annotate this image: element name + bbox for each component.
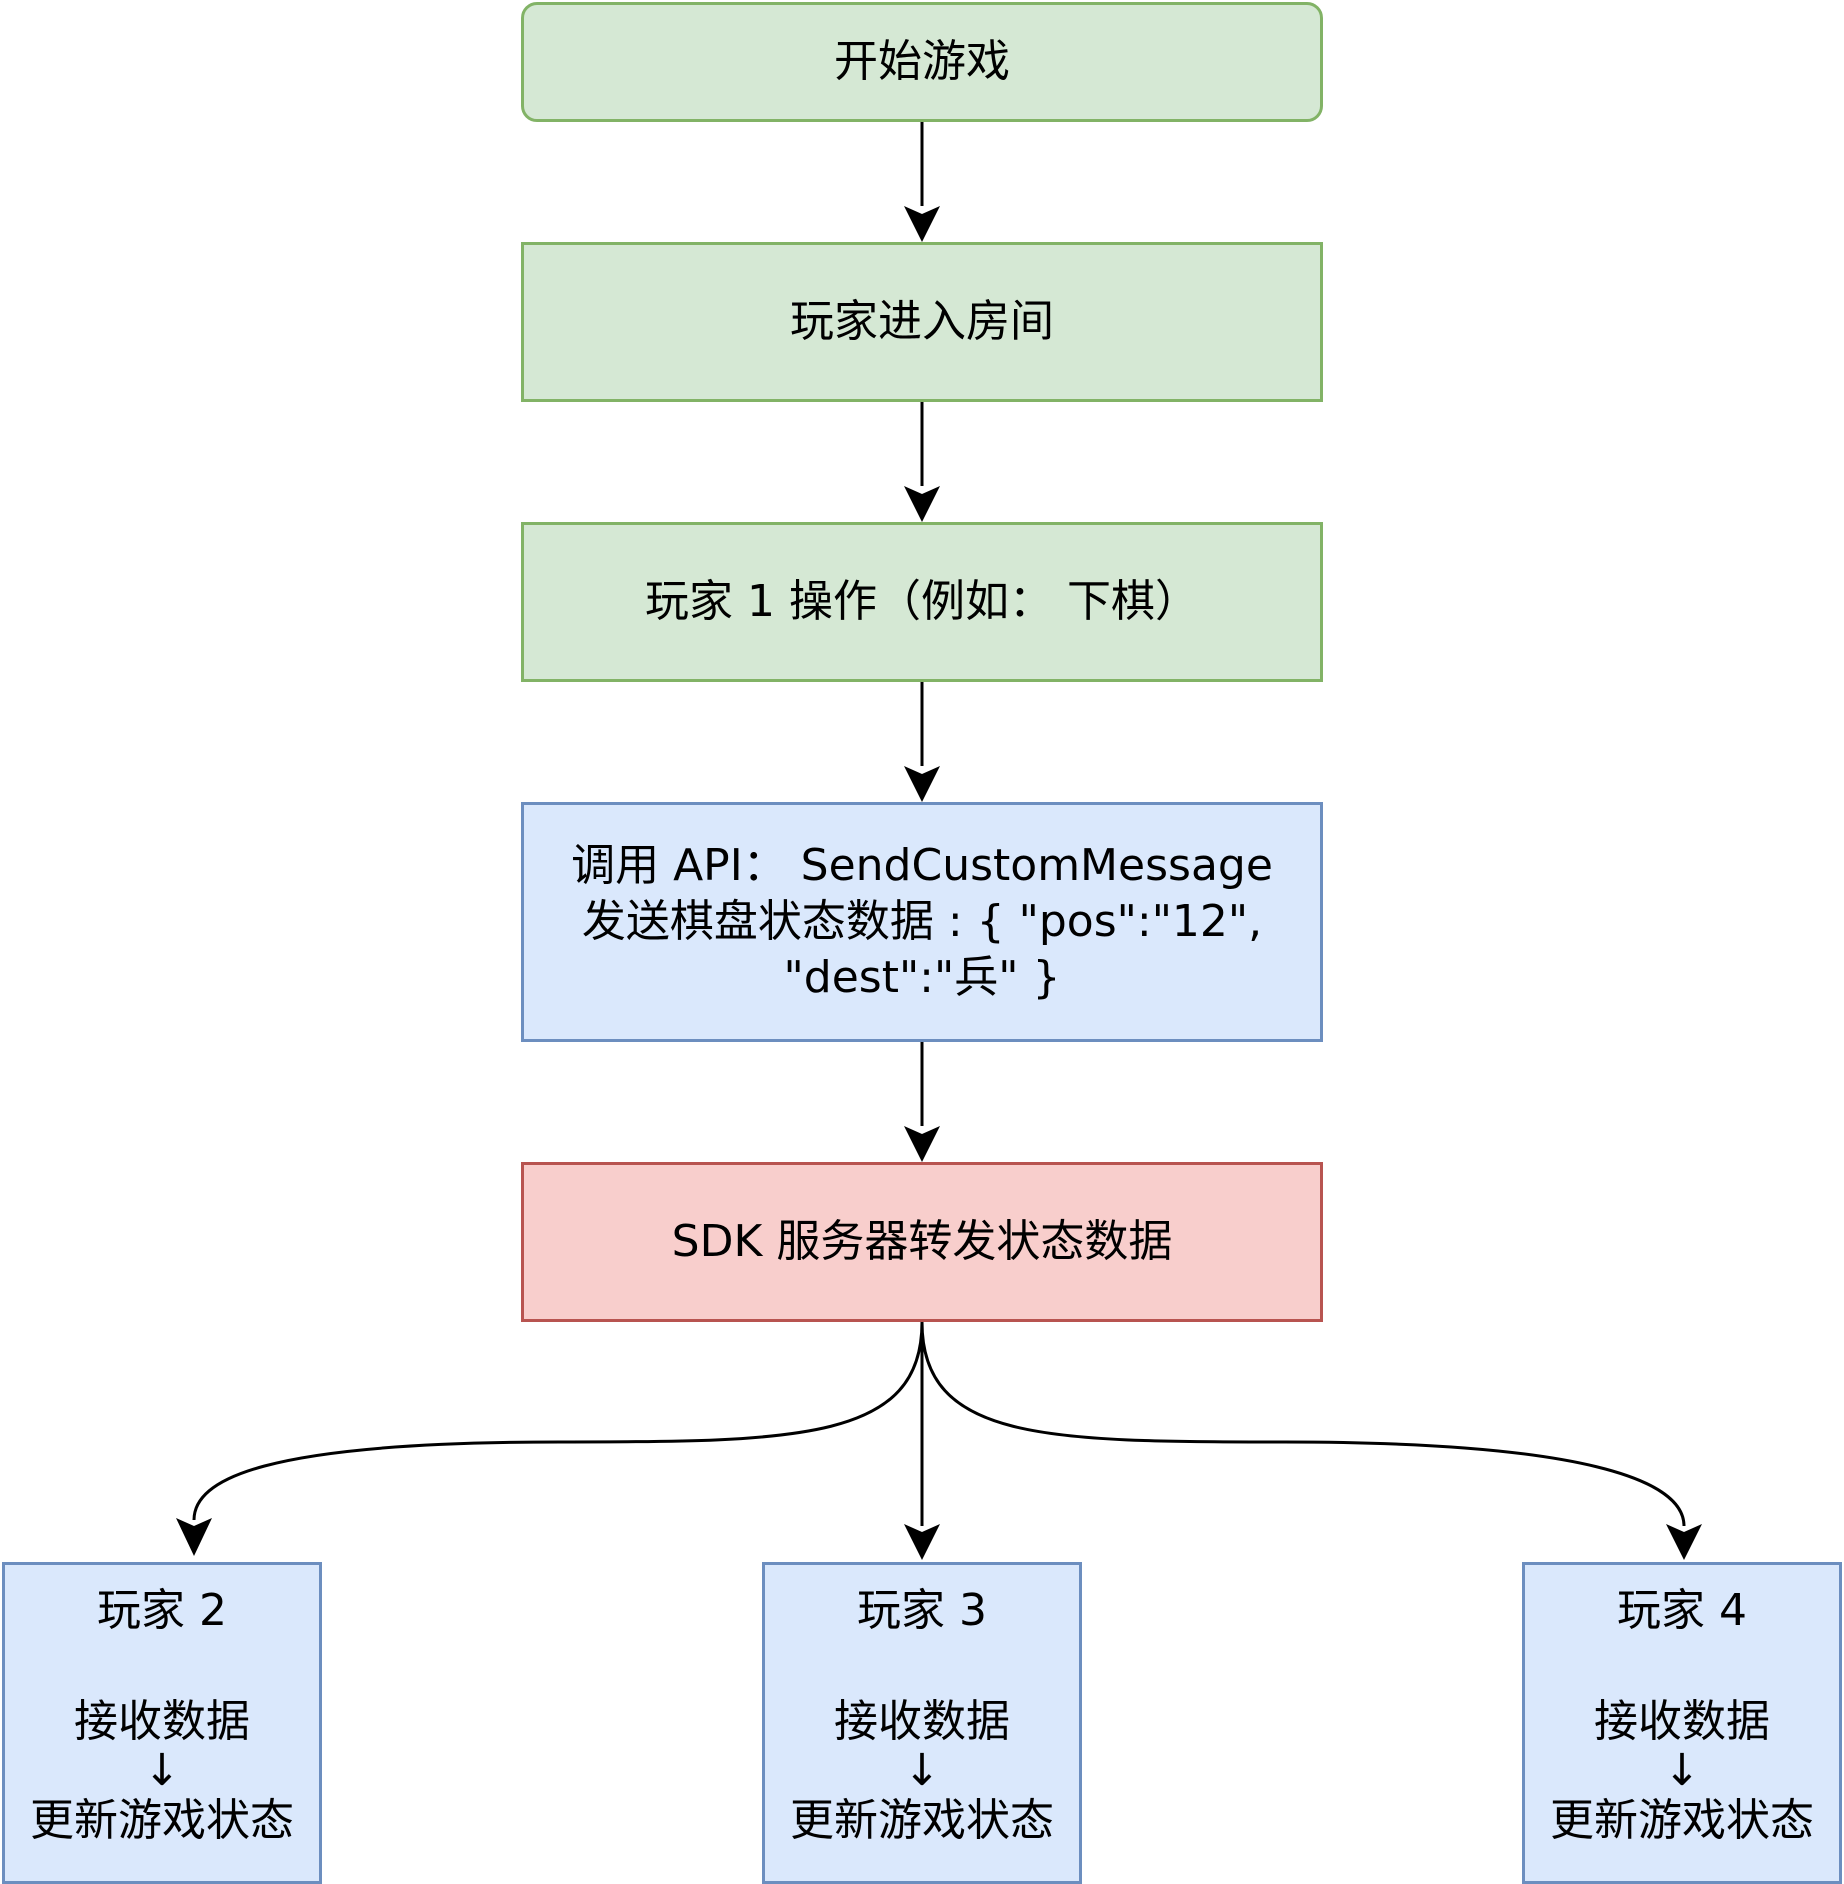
player4-down-arrow-icon: ↓ [1663, 1745, 1701, 1796]
player1-action-label: 玩家 1 操作（例如： 下棋） [645, 576, 1199, 628]
enter-room-label: 玩家进入房间 [790, 296, 1054, 348]
player3-title: 玩家 3 [857, 1585, 987, 1636]
player4-node: 玩家 4 接收数据 ↓ 更新游戏状态 [1522, 1562, 1842, 1884]
arrowhead-enter [904, 206, 940, 242]
player2-node: 玩家 2 接收数据 ↓ 更新游戏状态 [2, 1562, 322, 1884]
enter-room-node: 玩家进入房间 [521, 242, 1323, 402]
player4-title: 玩家 4 [1617, 1585, 1747, 1636]
arrowhead-player1 [904, 486, 940, 522]
player3-update: 更新游戏状态 [790, 1795, 1054, 1846]
api-call-line2: 发送棋盘状态数据 : { "pos":"12", [581, 895, 1263, 947]
start-node-label: 开始游戏 [834, 36, 1010, 88]
arrow-sdk-to-player2 [192, 1321, 924, 1521]
player3-down-arrow-icon: ↓ [903, 1745, 941, 1796]
arrowhead-player2 [176, 1518, 212, 1556]
player2-update: 更新游戏状态 [30, 1795, 294, 1846]
api-call-line1: 调用 API： SendCustomMessage [571, 839, 1273, 891]
player2-title: 玩家 2 [97, 1585, 227, 1636]
sdk-forward-label: SDK 服务器转发状态数据 [671, 1216, 1173, 1268]
sdk-forward-node: SDK 服务器转发状态数据 [521, 1162, 1323, 1322]
start-node: 开始游戏 [521, 2, 1323, 122]
player3-node: 玩家 3 接收数据 ↓ 更新游戏状态 [762, 1562, 1082, 1884]
arrowhead-player3 [904, 1524, 940, 1560]
api-call-node: 调用 API： SendCustomMessage 发送棋盘状态数据 : { "… [521, 802, 1323, 1042]
player4-receive: 接收数据 [1594, 1696, 1770, 1747]
arrow-sdk-to-player4 [920, 1321, 1686, 1527]
player1-action-node: 玩家 1 操作（例如： 下棋） [521, 522, 1323, 682]
api-call-line3: "dest":"兵" } [783, 952, 1061, 1004]
player4-update: 更新游戏状态 [1550, 1795, 1814, 1846]
player3-receive: 接收数据 [834, 1696, 1010, 1747]
arrowhead-api [904, 766, 940, 802]
player2-down-arrow-icon: ↓ [143, 1745, 181, 1796]
arrowhead-sdk [904, 1126, 940, 1162]
arrowhead-player4 [1666, 1524, 1702, 1560]
player2-receive: 接收数据 [74, 1696, 250, 1747]
